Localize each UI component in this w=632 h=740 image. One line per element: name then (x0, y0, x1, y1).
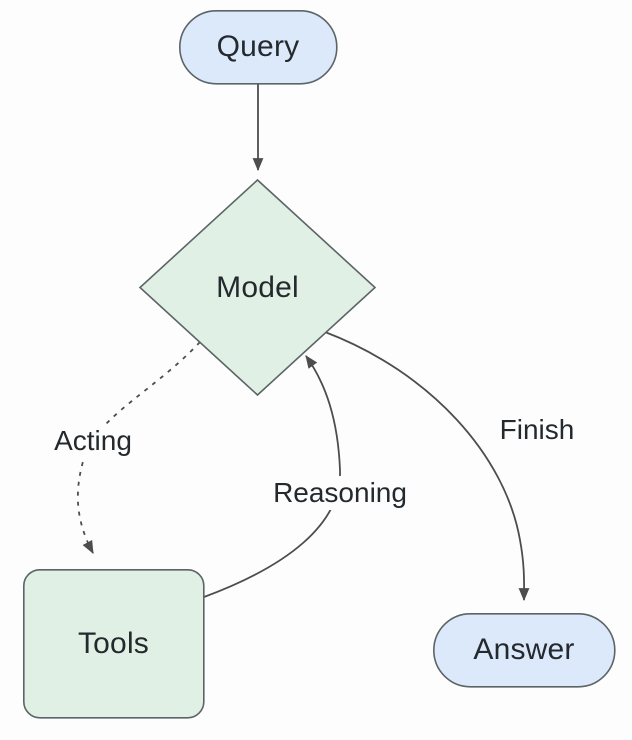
edge-acting (76, 341, 201, 554)
answer-node-shape (432, 612, 616, 688)
tools-node-shape (22, 568, 205, 719)
query-node-shape (179, 10, 338, 85)
edge-reasoning (203, 355, 341, 598)
model-node-shape (138, 178, 377, 397)
edge-finish (324, 331, 530, 602)
